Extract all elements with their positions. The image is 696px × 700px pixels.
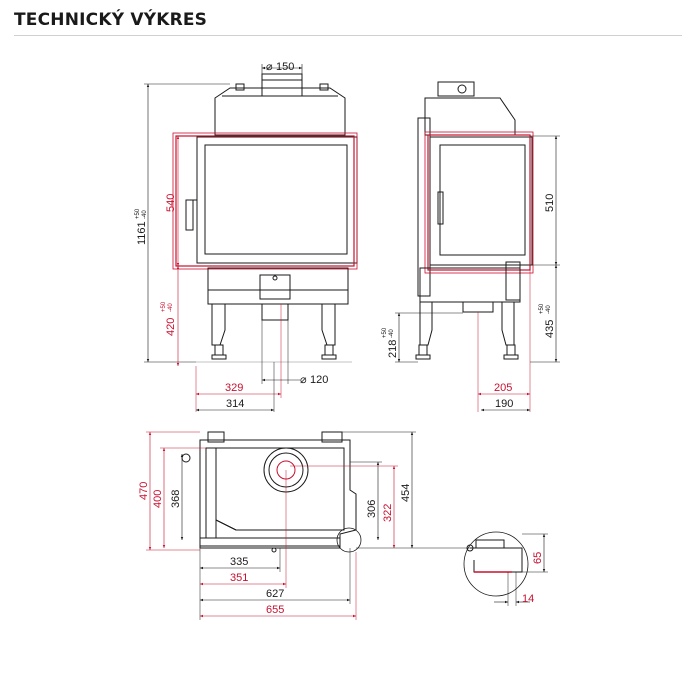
- inlet-tol-plus: +50: [382, 327, 388, 338]
- detail-dimensions: 65 14: [494, 533, 548, 606]
- plan-368-value: 368: [170, 490, 182, 508]
- plan-400-value: 400: [152, 490, 164, 508]
- detail-14-value: 14: [522, 593, 534, 605]
- base-height-value: 420: [165, 318, 177, 336]
- side-view-dimensions: 510 435 +50 -40 218 +50 -40 205 190: [382, 135, 560, 412]
- inlet-tol-minus: -40: [389, 329, 395, 338]
- total-height-tol-plus: +50: [135, 208, 141, 219]
- front-329-value: 329: [225, 382, 243, 394]
- side-base-tol-minus: -40: [546, 305, 552, 314]
- total-height-tol-minus: -40: [142, 210, 148, 219]
- plan-view-dimensions: 470 400 368 306 322 454 335 351: [138, 431, 470, 620]
- side-205-value: 205: [494, 382, 512, 394]
- plan-627-value: 627: [266, 588, 284, 600]
- side-base-height-value: 435: [544, 320, 556, 338]
- side-view: [415, 81, 534, 360]
- total-height-value: 1161: [136, 221, 148, 245]
- air-inlet-diameter-symbol: ⌀: [300, 374, 307, 386]
- door-height-value: 540: [165, 194, 177, 212]
- side-door-height-value: 510: [544, 194, 556, 212]
- flue-diameter-label: ⌀: [266, 61, 273, 73]
- plan-322-value: 322: [382, 504, 394, 522]
- side-190-value: 190: [495, 398, 513, 410]
- front-314-value: 314: [226, 398, 244, 410]
- plan-351-value: 351: [230, 572, 248, 584]
- side-base-tol-plus: +50: [539, 303, 545, 314]
- plan-655-value: 655: [266, 604, 284, 616]
- front-view-dimensions: ⌀ 150 1161 +50 -40 540 420 +50 -40 329 3…: [135, 61, 328, 412]
- flue-diameter-value: 150: [276, 61, 294, 73]
- front-view: [172, 73, 358, 363]
- detail-65-value: 65: [532, 552, 544, 564]
- detail-view: [463, 531, 529, 597]
- air-inlet-diameter-value: 120: [310, 374, 328, 386]
- plan-470-value: 470: [138, 482, 150, 500]
- base-height-tol-minus: -40: [168, 303, 174, 312]
- title-divider: [14, 35, 682, 36]
- plan-306-value: 306: [366, 500, 378, 518]
- plan-335-value: 335: [230, 556, 248, 568]
- page-title: TECHNICKÝ VÝKRES: [14, 10, 208, 30]
- plan-view: [181, 431, 362, 553]
- plan-454-value: 454: [400, 484, 412, 502]
- base-height-tol-plus: +50: [161, 301, 167, 312]
- inlet-height-value: 218: [387, 340, 399, 358]
